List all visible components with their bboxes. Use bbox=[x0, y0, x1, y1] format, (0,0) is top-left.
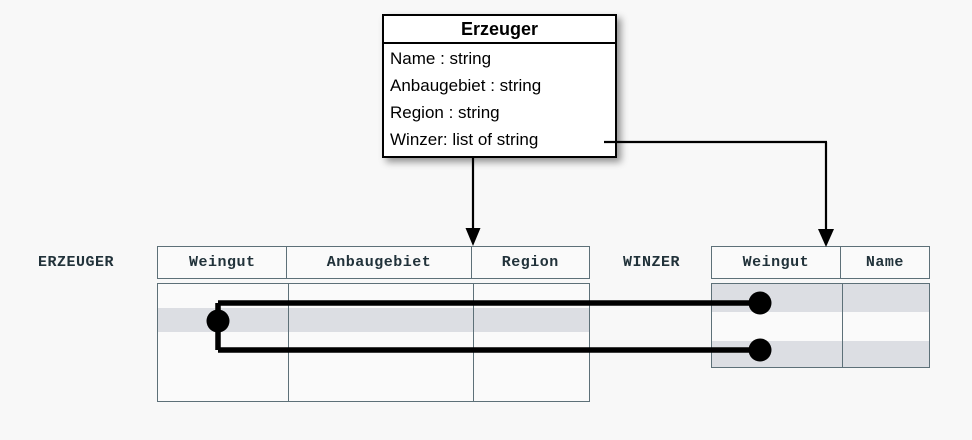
column-header-weingut: Weingut bbox=[712, 247, 841, 278]
mapping-arrow-left bbox=[465, 158, 481, 246]
column-header-weingut: Weingut bbox=[158, 247, 288, 278]
table-row bbox=[158, 284, 589, 308]
uml-attribute-name: Name : string bbox=[390, 49, 492, 68]
table-header-erzeuger: Weingut Anbaugebiet Region bbox=[157, 246, 590, 279]
column-divider bbox=[288, 284, 289, 401]
column-header-region: Region bbox=[501, 254, 559, 271]
uml-class-box-erzeuger: Erzeuger Name : string Anbaugebiet : str… bbox=[382, 14, 617, 158]
uml-class-name: Erzeuger bbox=[384, 16, 615, 44]
column-header-name: Name bbox=[865, 254, 904, 271]
column-divider bbox=[473, 284, 474, 401]
table-label-winzer: WINZER bbox=[623, 254, 681, 271]
table-label-erzeuger: ERZEUGER bbox=[38, 254, 115, 271]
table-body-erzeuger bbox=[157, 283, 590, 402]
table-row bbox=[158, 355, 589, 379]
table-row bbox=[158, 332, 589, 356]
table-row bbox=[712, 340, 929, 367]
uml-attribute-list: Name : string Anbaugebiet : string Regio… bbox=[384, 44, 615, 153]
mapping-arrow-right bbox=[604, 140, 834, 247]
column-header-anbaugebiet: Anbaugebiet bbox=[287, 247, 472, 278]
uml-attribute-region: Region : string bbox=[390, 103, 500, 122]
table-header-winzer: Weingut Name bbox=[711, 246, 930, 279]
uml-attribute-winzer: Winzer: list of string bbox=[390, 130, 539, 149]
table-row bbox=[712, 312, 929, 340]
uml-attribute-anbaugebiet: Anbaugebiet : string bbox=[390, 76, 542, 95]
table-row bbox=[158, 307, 589, 332]
table-body-winzer bbox=[711, 283, 930, 368]
table-row bbox=[712, 284, 929, 313]
column-divider bbox=[842, 284, 843, 367]
